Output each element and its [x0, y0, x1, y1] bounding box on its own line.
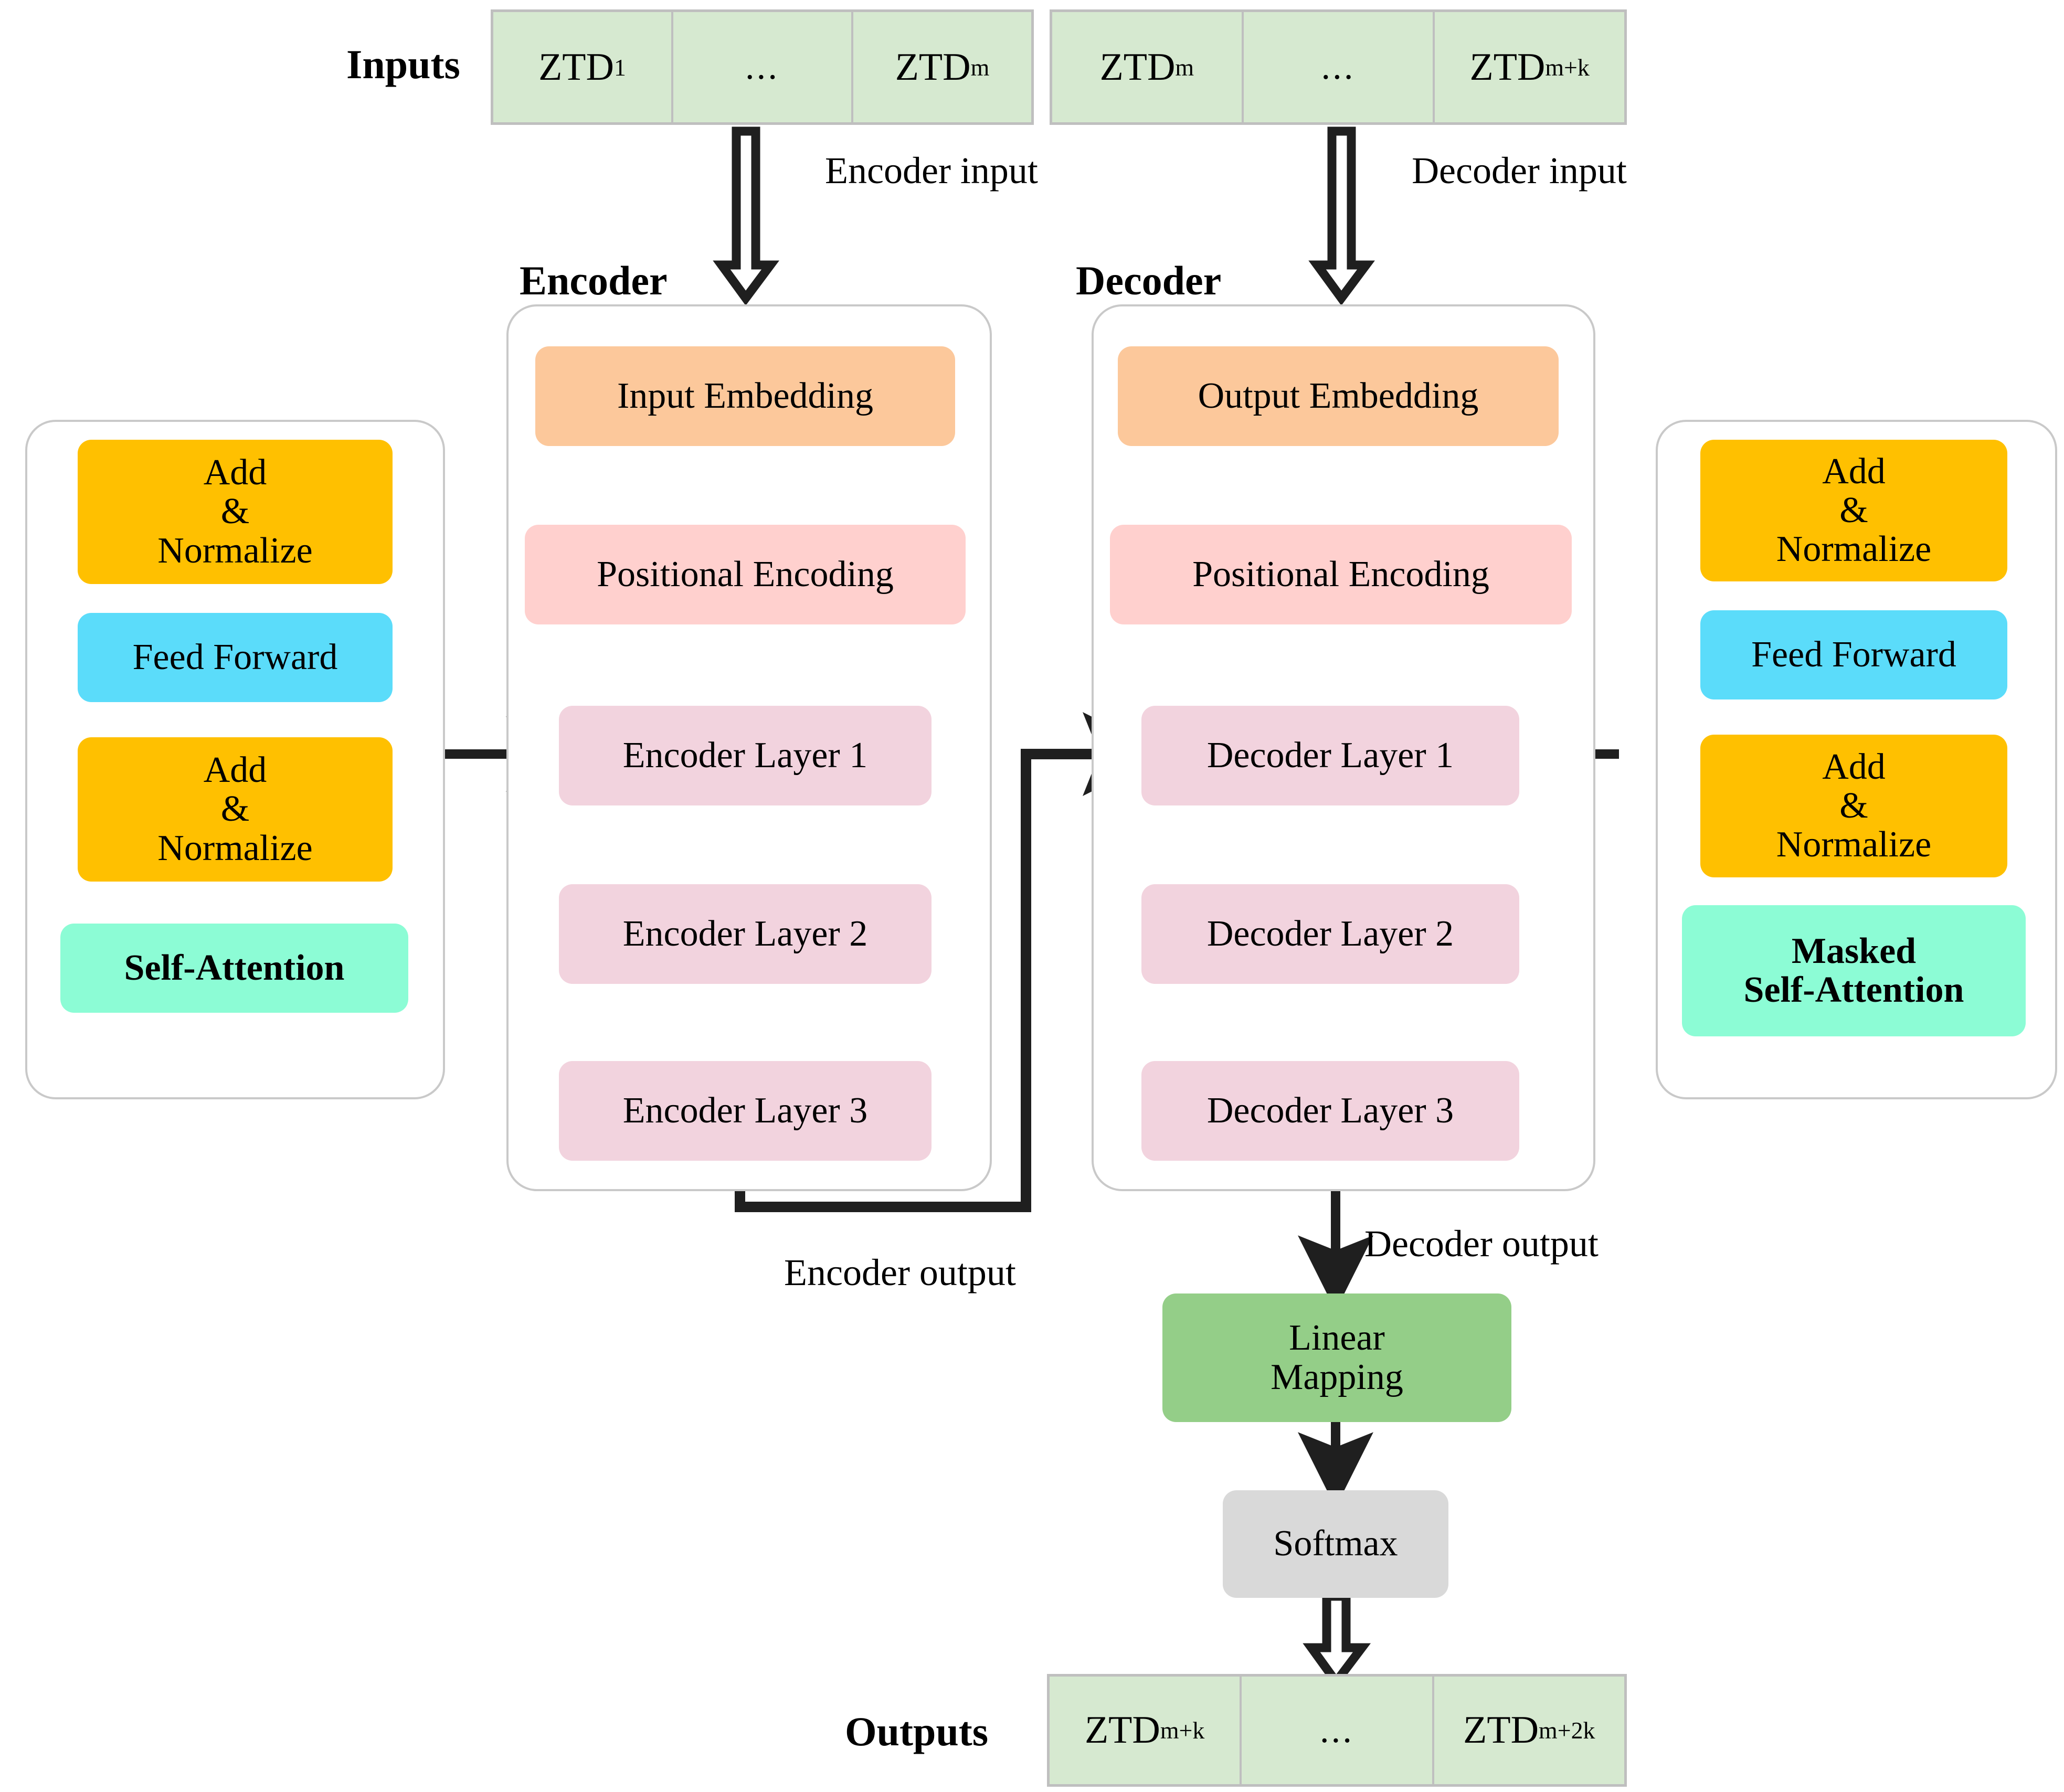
- decoder-input-line1: Decoder: [1412, 150, 1540, 192]
- addnorm-line-normalize: Normalize: [1776, 824, 1932, 865]
- masked-self-attention-line1: Masked: [1791, 930, 1917, 971]
- linear-mapping-line1: Linear: [1289, 1318, 1385, 1359]
- token-sub: m+k: [1545, 54, 1590, 81]
- decoder-layer-1-block[interactable]: Decoder Layer 1: [1141, 706, 1519, 805]
- addnorm-line-normalize: Normalize: [157, 828, 313, 868]
- linear-mapping-block[interactable]: Linear Mapping: [1162, 1293, 1511, 1422]
- masked-self-attention-block[interactable]: Masked Self-Attention: [1682, 905, 2026, 1036]
- token-base: ZTD: [1469, 45, 1546, 89]
- token-cell: ...: [1243, 12, 1435, 122]
- addnorm-line-amp: &: [220, 491, 250, 532]
- token-base: ZTD: [1099, 45, 1176, 89]
- token-cell: ...: [1242, 1677, 1434, 1784]
- addnorm-line-add: Add: [203, 452, 267, 493]
- self-attention-block[interactable]: Self-Attention: [60, 924, 408, 1013]
- encoder-layer-3-label: Encoder Layer 3: [622, 1090, 868, 1131]
- encoder-feed-forward-label: Feed Forward: [132, 637, 338, 677]
- encoder-output-annotation: Encoder output: [784, 1252, 1016, 1293]
- token-base: ...: [745, 47, 780, 87]
- addnorm-line-add: Add: [1822, 746, 1886, 787]
- token-base: ZTD: [538, 45, 614, 89]
- addnorm-line-amp: &: [1839, 785, 1868, 826]
- encoder-positional-encoding-label: Positional Encoding: [597, 554, 894, 595]
- encoder-layer-2-label: Encoder Layer 2: [622, 913, 868, 954]
- token-base: ZTD: [1463, 1709, 1539, 1752]
- decoder-positional-encoding-block[interactable]: Positional Encoding: [1110, 525, 1572, 624]
- encoder-add-normalize-bottom-block[interactable]: Add & Normalize: [78, 737, 393, 882]
- encoder-input-embedding-block[interactable]: Input Embedding: [535, 346, 955, 446]
- token-cell: ...: [673, 12, 853, 122]
- token-sub: m+k: [1160, 1717, 1205, 1744]
- encoder-input-line2: input: [960, 150, 1038, 192]
- token-base: ...: [1321, 47, 1356, 87]
- addnorm-line-add: Add: [1822, 451, 1886, 492]
- encoder-input-embedding-label: Input Embedding: [617, 375, 873, 416]
- decoder-output-embedding-block[interactable]: Output Embedding: [1118, 346, 1559, 446]
- softmax-block[interactable]: Softmax: [1223, 1490, 1448, 1598]
- decoder-title: Decoder: [1076, 258, 1222, 303]
- addnorm-line-amp: &: [1839, 490, 1868, 531]
- token-sub: m: [1175, 54, 1194, 81]
- encoder-input-annotation: Encoder input: [811, 150, 1052, 192]
- token-base: ZTD: [895, 45, 971, 89]
- encoder-layer-2-block[interactable]: Encoder Layer 2: [559, 884, 932, 984]
- decoder-input-line2: input: [1549, 150, 1627, 192]
- addnorm-line-normalize: Normalize: [157, 530, 313, 571]
- softmax-label: Softmax: [1273, 1523, 1398, 1564]
- token-base: ZTD: [1084, 1709, 1160, 1752]
- addnorm-line-normalize: Normalize: [1776, 529, 1932, 570]
- linear-mapping-line2: Mapping: [1271, 1356, 1403, 1397]
- decoder-add-normalize-top-block[interactable]: Add & Normalize: [1700, 440, 2007, 581]
- decoder-layer-3-block[interactable]: Decoder Layer 3: [1141, 1061, 1519, 1161]
- addnorm-line-amp: &: [220, 789, 250, 830]
- encoder-title: Encoder: [520, 258, 668, 303]
- decoder-add-normalize-bottom-block[interactable]: Add & Normalize: [1700, 735, 2007, 877]
- inputs-label: Inputs: [346, 41, 460, 87]
- addnorm-line-add: Add: [203, 750, 267, 791]
- masked-self-attention-line2: Self-Attention: [1743, 970, 1964, 1010]
- decoder-layer-1-label: Decoder Layer 1: [1206, 735, 1454, 776]
- decoder-feed-forward-label: Feed Forward: [1751, 634, 1956, 675]
- token-sub: m: [970, 54, 990, 81]
- encoder-input-line1: Encoder: [825, 150, 951, 192]
- outputs-label: Outputs: [845, 1709, 989, 1754]
- encoder-layer-1-block[interactable]: Encoder Layer 1: [559, 706, 932, 805]
- encoder-layer-1-label: Encoder Layer 1: [622, 735, 868, 776]
- encoder-layer-3-block[interactable]: Encoder Layer 3: [559, 1061, 932, 1161]
- encoder-positional-encoding-block[interactable]: Positional Encoding: [525, 525, 966, 624]
- encoder-add-normalize-top-block[interactable]: Add & Normalize: [78, 440, 393, 584]
- decoder-layer-3-label: Decoder Layer 3: [1206, 1090, 1454, 1131]
- self-attention-label: Self-Attention: [124, 947, 345, 988]
- token-sub: m+2k: [1539, 1717, 1595, 1744]
- decoder-layer-2-block[interactable]: Decoder Layer 2: [1141, 884, 1519, 984]
- decoder-layer-2-label: Decoder Layer 2: [1206, 913, 1454, 954]
- decoder-output-embedding-label: Output Embedding: [1198, 375, 1479, 416]
- decoder-positional-encoding-label: Positional Encoding: [1192, 554, 1489, 595]
- token-sub: 1: [613, 54, 626, 81]
- decoder-output-annotation: Decoder output: [1364, 1223, 1599, 1265]
- decoder-input-annotation: Decoder input: [1399, 150, 1640, 192]
- token-base: ...: [1319, 1710, 1354, 1751]
- decoder-feed-forward-block[interactable]: Feed Forward: [1700, 610, 2007, 699]
- encoder-feed-forward-block[interactable]: Feed Forward: [78, 613, 393, 702]
